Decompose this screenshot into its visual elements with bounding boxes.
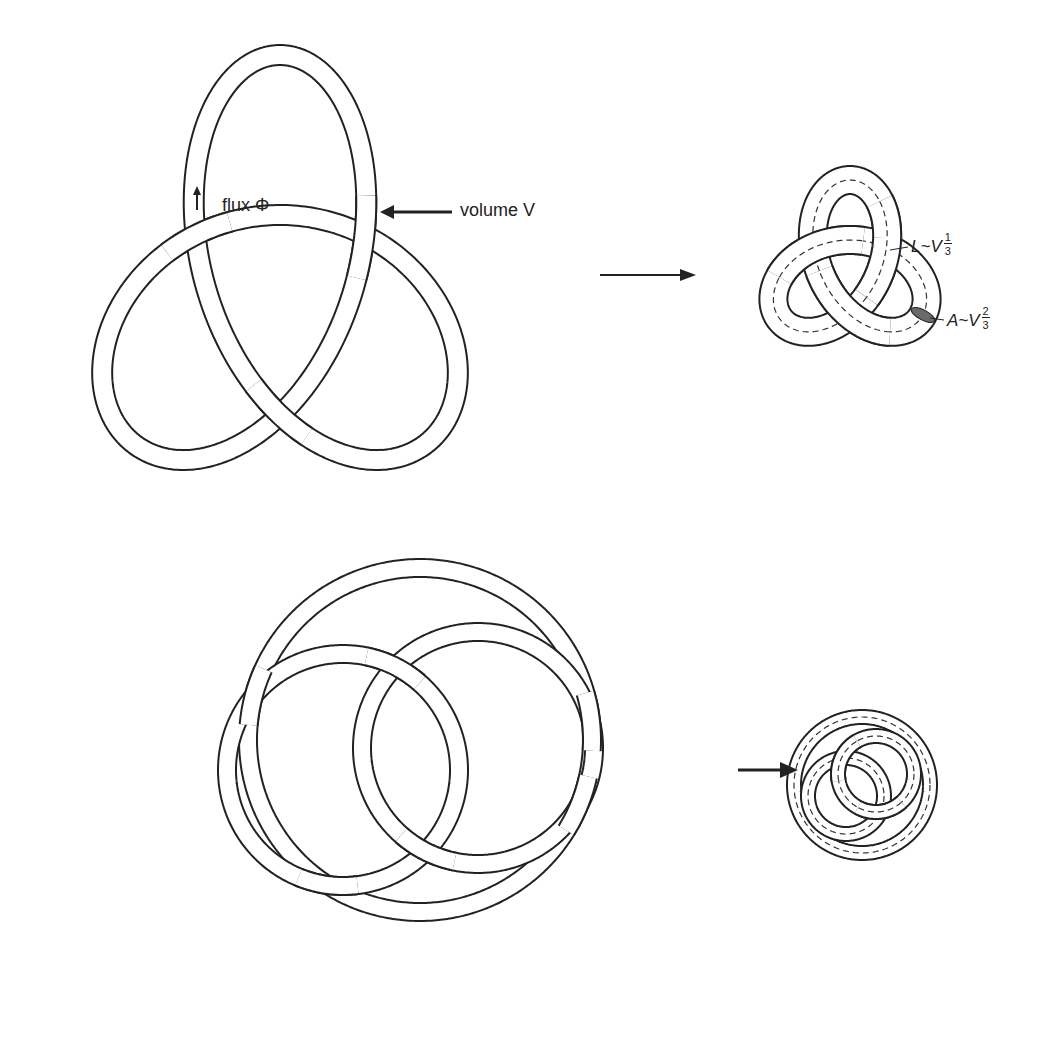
leader-line bbox=[890, 247, 908, 250]
tube-overpass-outline bbox=[167, 222, 230, 253]
tube-centerline bbox=[866, 201, 887, 297]
trefoil-flux-tube bbox=[102, 55, 458, 460]
tube-outline bbox=[794, 717, 930, 853]
flux-label: flux Φ bbox=[222, 196, 269, 216]
length-scaling: L~V bbox=[911, 238, 942, 257]
tube-overpass-interior bbox=[167, 222, 230, 253]
exponent-numerator: 1 bbox=[944, 231, 952, 244]
tube-overpass-interior bbox=[819, 271, 890, 332]
linked-flux-rings bbox=[227, 568, 594, 912]
tube-overpass-interior bbox=[866, 201, 887, 297]
tube-overpass-outline bbox=[249, 669, 264, 725]
arrow-head bbox=[780, 762, 798, 778]
tube-overpass-interior bbox=[357, 196, 367, 278]
tube-overpass-outline bbox=[819, 271, 890, 332]
relaxed-linked-rings bbox=[794, 717, 930, 853]
tube-overpass-outline bbox=[357, 196, 367, 278]
cross-section-ellipse bbox=[909, 304, 937, 325]
tube-centerline bbox=[858, 802, 902, 812]
arrow-shaft bbox=[600, 274, 682, 276]
tube-centerline bbox=[819, 271, 890, 332]
leader-line bbox=[930, 318, 944, 320]
tube-overpass-outline bbox=[866, 201, 887, 297]
exponent-numerator: 2 bbox=[982, 305, 990, 318]
tube-interior bbox=[362, 632, 594, 864]
tube-overpass-outline bbox=[858, 802, 902, 812]
arrow-shaft bbox=[196, 193, 198, 210]
tube-overpass-interior bbox=[254, 385, 307, 436]
tube-overpass-interior bbox=[249, 669, 264, 725]
tube-outline bbox=[362, 632, 594, 864]
tube-overpass-interior bbox=[299, 877, 358, 886]
tube-centerline bbox=[838, 736, 914, 812]
relaxed-trefoil-tube bbox=[773, 180, 926, 332]
tube-overpass-outline bbox=[254, 385, 307, 436]
tube-centerline bbox=[838, 741, 857, 781]
arrow-head bbox=[680, 269, 696, 281]
volume-label: volume V bbox=[460, 201, 535, 221]
tube-overpass-outline bbox=[566, 776, 588, 830]
tube-interior bbox=[773, 180, 926, 332]
pointer-head bbox=[380, 205, 394, 219]
relaxation-arrow bbox=[738, 762, 798, 778]
tube-overpass-interior bbox=[858, 802, 902, 812]
tube-outline bbox=[227, 654, 459, 886]
tube-overpass-outline bbox=[838, 741, 857, 781]
tube-outline bbox=[838, 736, 914, 812]
arrow-shaft bbox=[738, 769, 782, 772]
tube-overpass-outline bbox=[779, 240, 863, 277]
tube-overpass-interior bbox=[566, 776, 588, 830]
cross-section-area bbox=[909, 304, 937, 325]
tube-interior bbox=[794, 717, 930, 853]
pointer-shaft bbox=[392, 211, 452, 214]
tube-overpass-outline bbox=[401, 835, 454, 862]
tube-overpass-interior bbox=[401, 835, 454, 862]
tube-overpass-outline bbox=[367, 656, 420, 683]
area-scaling: A~V bbox=[947, 312, 980, 331]
tube-overpass-interior bbox=[838, 741, 857, 781]
tube-overpass-interior bbox=[367, 656, 420, 683]
tube-overpass-outline bbox=[585, 693, 592, 751]
tube-centerline bbox=[779, 240, 863, 277]
tube-overpass-interior bbox=[585, 693, 592, 751]
relaxation-arrow bbox=[600, 269, 696, 281]
volume-pointer bbox=[380, 205, 452, 219]
tube-interior bbox=[227, 654, 459, 886]
tube-overpass-interior bbox=[779, 240, 863, 277]
tube-outline bbox=[773, 180, 926, 332]
exponent-denominator: 3 bbox=[983, 319, 989, 331]
tube-outline bbox=[102, 55, 458, 460]
arrow-head bbox=[193, 186, 201, 195]
tube-overpass-outline bbox=[299, 877, 358, 886]
tube-interior bbox=[102, 55, 458, 460]
tube-centerline bbox=[794, 717, 930, 853]
exponent-denominator: 3 bbox=[945, 245, 951, 257]
flux-direction-arrow bbox=[193, 186, 201, 210]
tube-centerline bbox=[773, 180, 926, 332]
tube-interior bbox=[838, 736, 914, 812]
